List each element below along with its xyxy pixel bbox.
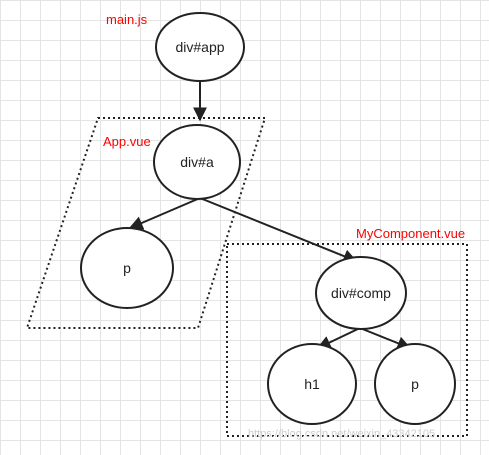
edge-a-to-p (128, 197, 201, 230)
label-my-component-vue: MyComponent.vue (356, 226, 465, 241)
label-main-js: main.js (106, 12, 148, 27)
edge-a-to-comp (199, 197, 358, 263)
node-p-comp-label: p (411, 376, 419, 392)
node-div-app-label: div#app (175, 39, 224, 55)
node-div-a (153, 124, 241, 200)
node-h1-label: h1 (304, 376, 320, 392)
node-p-app-label: p (123, 260, 131, 276)
node-div-comp (315, 256, 407, 330)
node-div-a-label: div#a (180, 154, 214, 170)
node-div-comp-label: div#comp (331, 285, 391, 301)
edge-comp-to-p (359, 327, 412, 350)
label-app-vue: App.vue (103, 134, 151, 149)
watermark: https://blog.csdn.net/weixin_43342105 (248, 428, 435, 440)
app-vue-boundary (25, 117, 267, 329)
node-p-comp (374, 343, 456, 425)
my-component-boundary (226, 243, 468, 437)
node-p-app (80, 227, 174, 309)
node-h1 (267, 343, 357, 425)
node-div-app (155, 12, 245, 82)
